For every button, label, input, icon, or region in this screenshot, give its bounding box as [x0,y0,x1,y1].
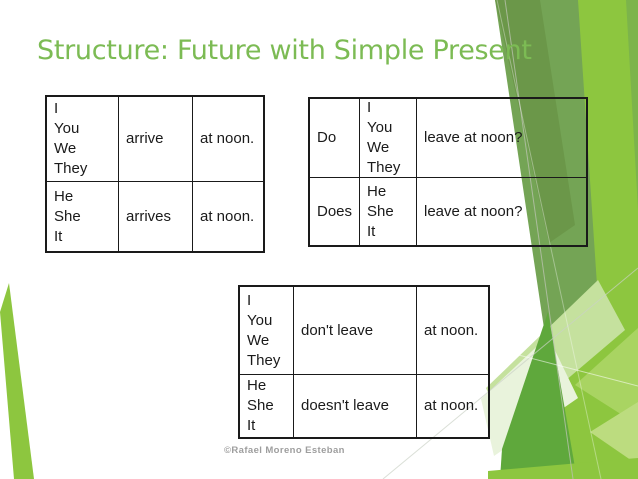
facet-base-bright [497,0,638,479]
facet-mid-light-triangle [575,328,638,425]
table-cell-complement: at noon. [200,207,255,225]
table-cell-subject: He She It [240,375,294,437]
facet-edge-line [479,344,638,387]
facet-edge-line [504,0,574,479]
table-cell-subject: I You We They [240,287,294,375]
facet-edge-line [382,267,638,479]
table-cell-predicate: leave at noon? [417,99,586,178]
table-affirmative: I You We They arrive at noon. He She It … [45,95,265,253]
table-cell-subject: I You We They [47,97,119,182]
table-negative: I You We They don't leave at noon. He Sh… [238,285,490,439]
table-cell-auxiliary: Does [310,178,360,245]
table-cell-auxiliary: Do [310,99,360,178]
table-interrogative: Do I You We They leave at noon? Does He … [308,97,588,247]
table-cell-complement: at noon. [417,287,488,375]
facet-edge-line [496,0,602,479]
table-cell-verb: doesn't leave [294,375,417,437]
facet-left-wedge [0,283,34,479]
table-cell-complement: at noon. [193,97,263,182]
facet-dark-triangle [500,312,577,479]
copyright-footer: ©Rafael Moreno Esteban [224,445,345,456]
table-cell-verb: arrive [119,97,193,182]
table-cell-predicate: leave at noon? [424,202,523,220]
facet-mid-light-triangle-2 [590,402,638,465]
table-cell-verb: arrives [119,182,193,251]
page-title: Structure: Future with Simple Present [37,35,532,66]
facet-bottom-strip [488,458,638,479]
table-cell-complement: at noon. [424,397,479,414]
table-cell-subject: I You We They [360,99,417,178]
table-cell-subject: He She It [47,182,119,251]
table-cell-subject: He She It [360,178,417,245]
table-cell-verb: don't leave [294,287,417,375]
facet-right-band [626,0,638,210]
facet-olive-dark-wedge [495,0,575,243]
